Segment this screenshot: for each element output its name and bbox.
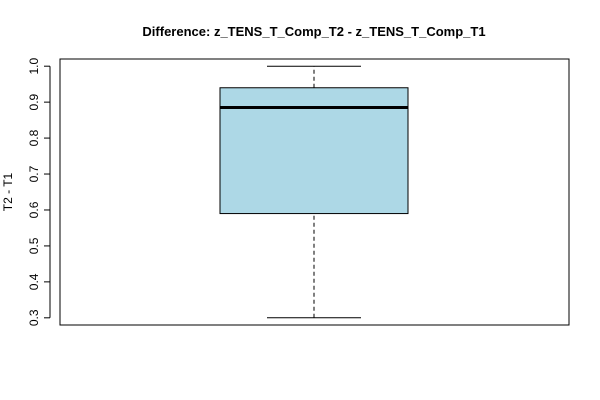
y-tick-label: 0.4 <box>27 273 41 290</box>
y-tick-label: 0.5 <box>27 237 41 254</box>
y-axis-label: T2 - T1 <box>1 172 15 211</box>
y-tick-label: 0.6 <box>27 201 41 218</box>
chart-title: Difference: z_TENS_T_Comp_T2 - z_TENS_T_… <box>142 24 485 39</box>
y-tick-label: 0.7 <box>27 165 41 182</box>
y-axis: 0.3 0.4 0.5 0.6 0.7 0.8 0.9 1.0 <box>27 58 51 326</box>
box-group <box>219 65 409 319</box>
plot-frame <box>59 58 570 326</box>
y-tick-label: 0.9 <box>27 93 41 110</box>
y-tick-label: 0.8 <box>27 129 41 146</box>
y-tick-label: 1.0 <box>27 58 41 75</box>
y-tick-label: 0.3 <box>27 309 41 326</box>
